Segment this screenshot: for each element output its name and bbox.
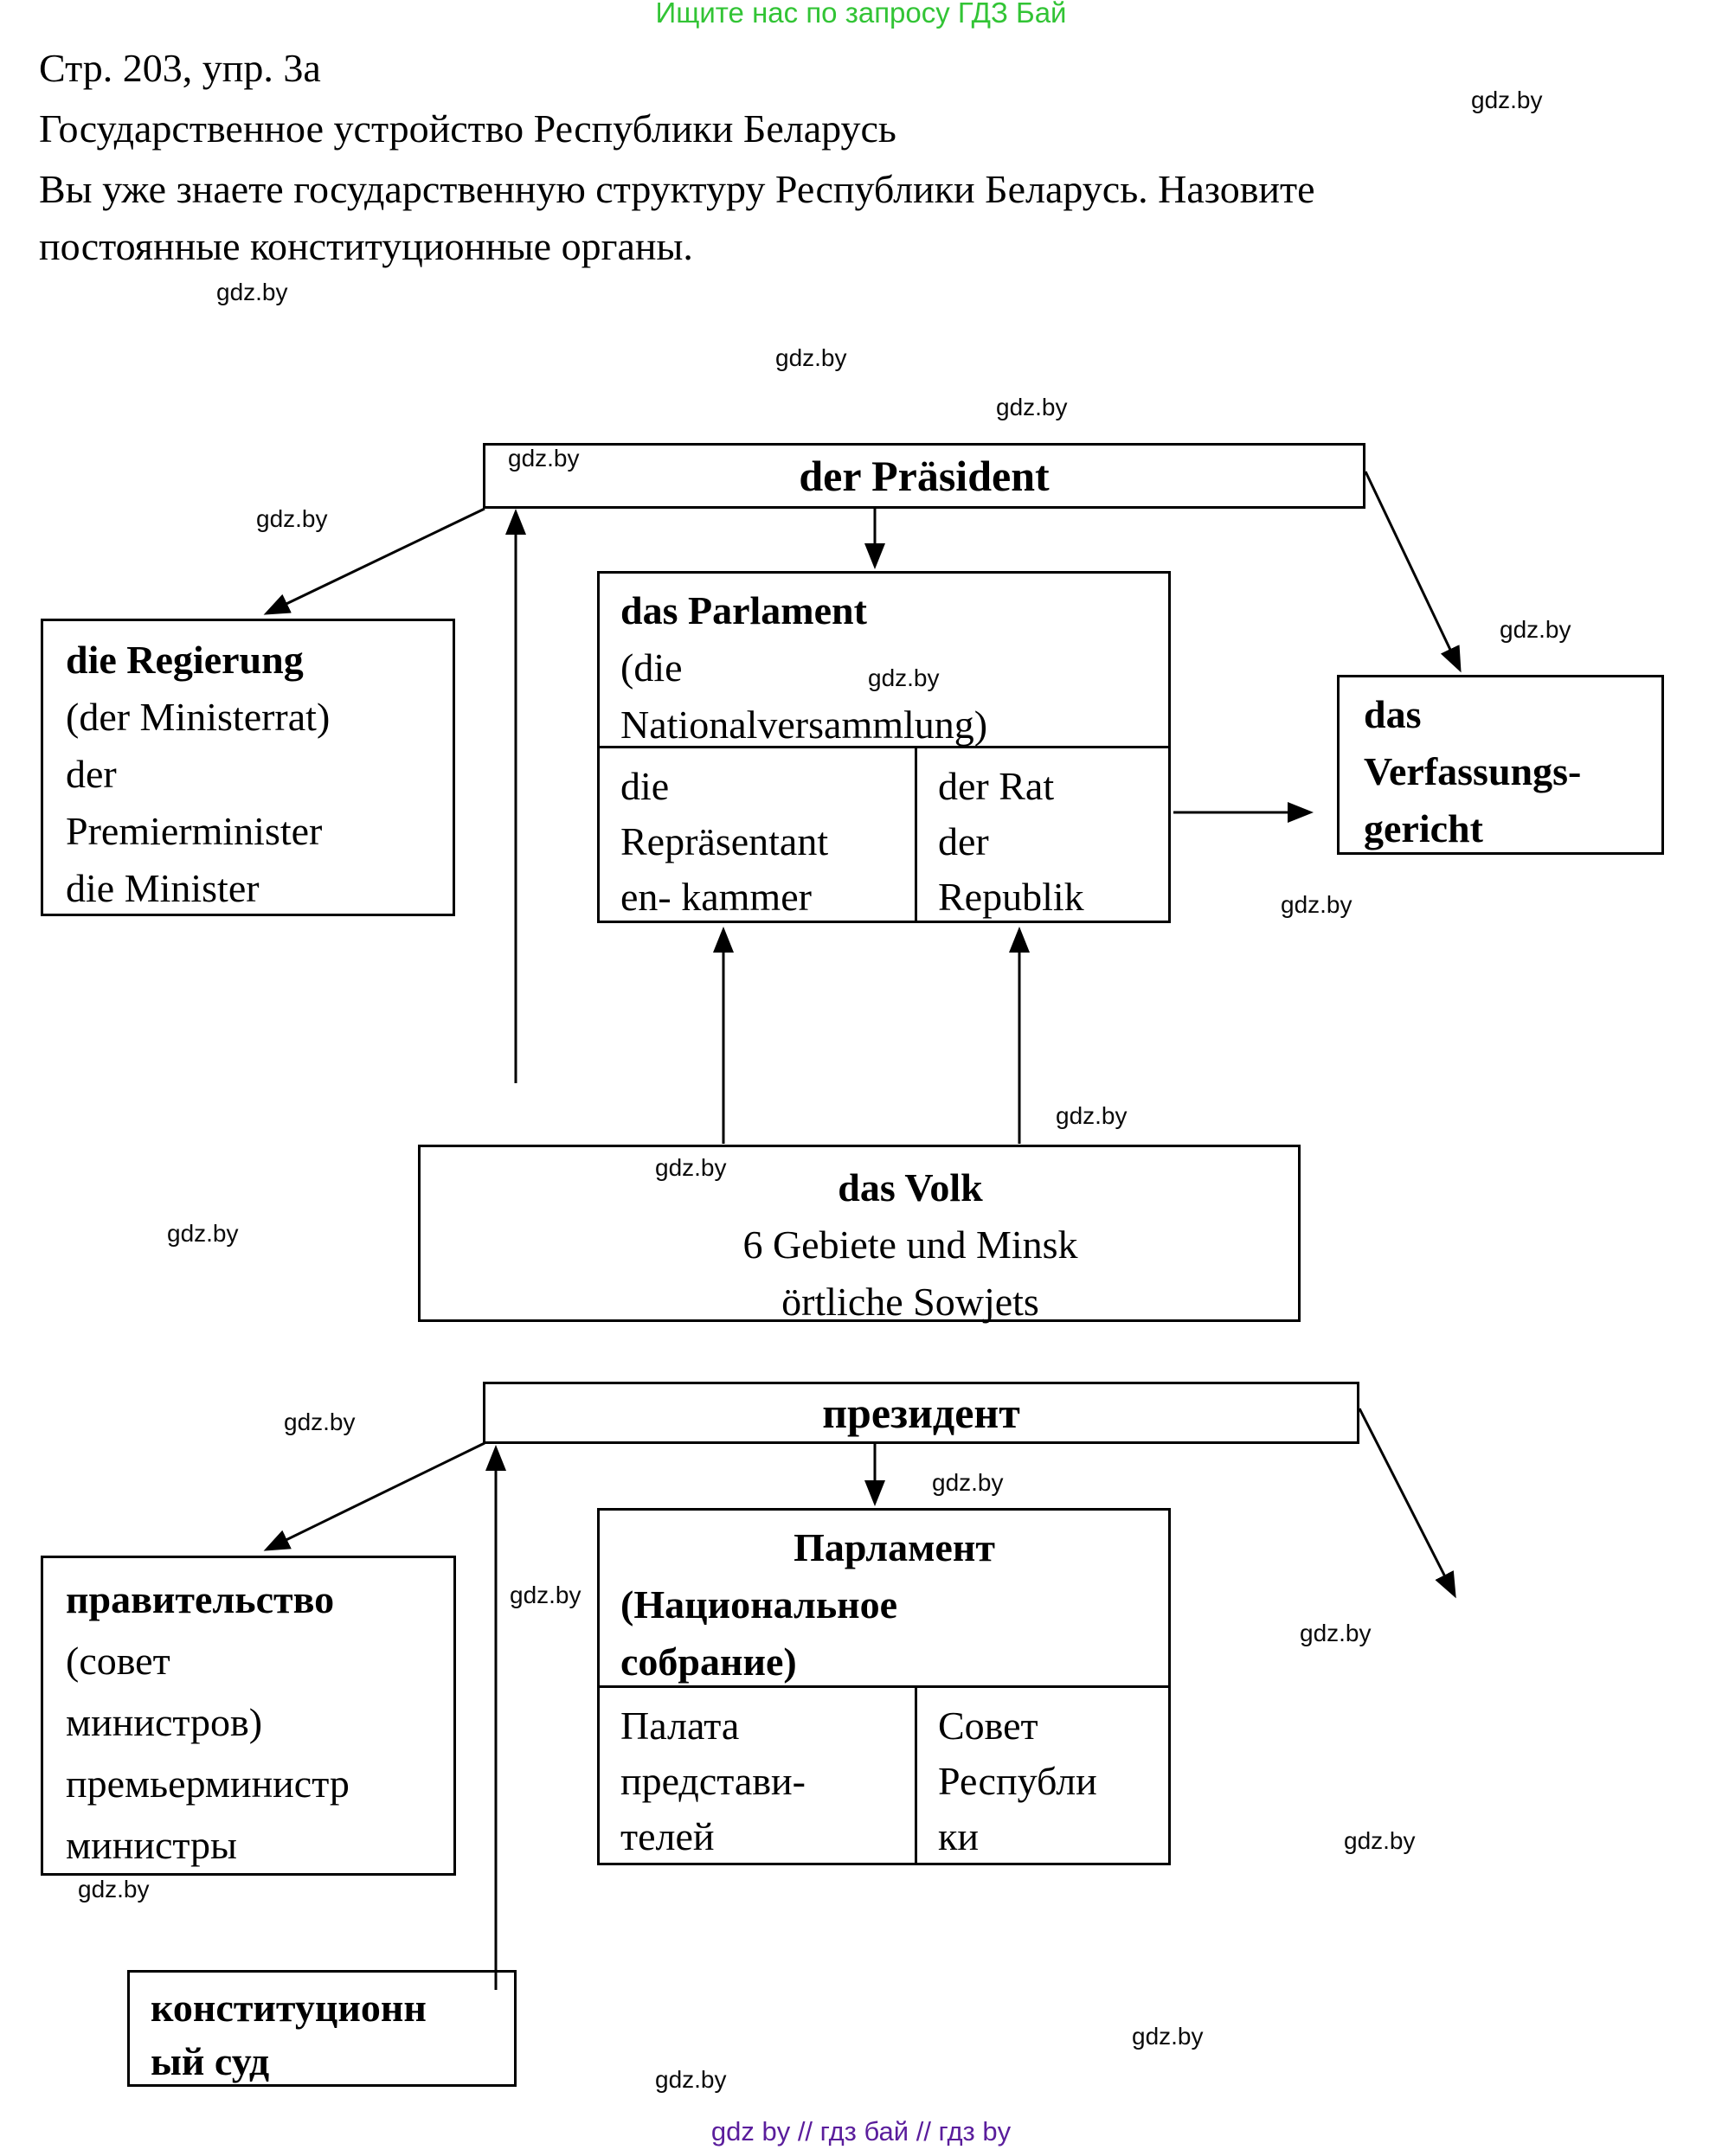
people-title-de: das Volk [838, 1165, 983, 1210]
parliament-header-de: das Parlament (die Nationalversammlung) [600, 574, 1168, 747]
gdz-watermark: gdz.by [284, 1408, 356, 1435]
gdz-watermark: gdz.by [1344, 1827, 1416, 1854]
government-title-ru: правительство [66, 1577, 335, 1621]
gdz-watermark: gdz.by [655, 1154, 727, 1181]
chamber-line: der Rat [938, 764, 1055, 808]
gdz-watermark: gdz.by [508, 445, 580, 472]
president-label-de: der Präsident [799, 452, 1050, 500]
chamber-line: Совет [938, 1704, 1038, 1748]
chamber-representatives-ru: Палата представи- телей [600, 1688, 915, 1865]
government-line: (совет [66, 1639, 170, 1683]
parliament-subtitle: собрание) [620, 1639, 797, 1684]
chamber-line: представи- [620, 1759, 806, 1803]
government-line: der [66, 752, 117, 796]
arrow-president-to-court-ru [1358, 1408, 1456, 1599]
chamber-line: Республи [938, 1759, 1097, 1803]
chamber-line: Палата [620, 1704, 740, 1748]
chamber-line: die [620, 764, 670, 808]
gdz-watermark: gdz.by [996, 394, 1068, 420]
gdz-watermark: gdz.by [932, 1469, 1004, 1496]
chamber-line: Repräsentant [620, 819, 829, 863]
parliament-chambers-de: die Repräsentant en- kammer der Rat der … [600, 746, 1168, 923]
arrow-president-to-government-ru [263, 1441, 485, 1551]
box-people-de: das Volk 6 Gebiete und Minsk örtliche So… [418, 1145, 1301, 1324]
people-line: örtliche Sowjets [781, 1280, 1039, 1324]
gdz-watermark: gdz.by [510, 1582, 581, 1608]
box-president-de: der Präsident [483, 443, 1365, 509]
government-line: (der Ministerrat) [66, 695, 331, 739]
gdz-watermark: gdz.by [868, 664, 940, 691]
box-parliament-de: das Parlament (die Nationalversammlung) … [597, 571, 1171, 923]
chamber-line: телей [620, 1814, 715, 1858]
court-line: ый суд [151, 2039, 270, 2083]
gdz-watermark: gdz.by [1500, 616, 1571, 643]
task-text-line2: постоянные конституционные органы. [39, 224, 693, 268]
promo-banner: Ищите нас по запросу ГДЗ Бай [655, 0, 1067, 29]
gdz-watermark: gdz.by [1056, 1102, 1128, 1129]
gdz-watermark: gdz.by [1132, 2023, 1204, 2050]
government-line: министров) [66, 1700, 263, 1744]
parliament-title-de: das Parlament [620, 588, 867, 632]
box-constitutional-court-ru: конституционн ый суд [127, 1970, 517, 2087]
court-line: gericht [1364, 806, 1483, 850]
parliament-title-ru: Парламент [794, 1525, 995, 1569]
people-line: 6 Gebiete und Minsk [742, 1222, 1078, 1267]
chamber-council-ru: Совет Республи ки [915, 1688, 1168, 1865]
government-title-de: die Regierung [66, 638, 304, 682]
court-line: das [1364, 692, 1422, 736]
government-line: премьерминистр [66, 1761, 350, 1806]
box-parliament-ru: Парламент (Национальное собрание) Палата… [597, 1508, 1171, 1865]
government-line: Premierminister [66, 809, 323, 853]
chamber-line: Republik [938, 875, 1084, 919]
box-government-de: die Regierung (der Ministerrat) der Prem… [41, 619, 455, 916]
box-government-ru: правительство (совет министров) премьерм… [41, 1556, 456, 1876]
chamber-representatives-de: die Repräsentant en- kammer [600, 748, 915, 923]
gdz-watermark: gdz.by [1300, 1620, 1372, 1646]
government-line: министры [66, 1823, 237, 1867]
page-title: Государственное устройство Республики Бе… [39, 106, 896, 151]
gdz-watermark: gdz.by [655, 2066, 727, 2093]
gdz-watermark: gdz.by [775, 344, 847, 371]
footer-links: gdz by // гдз бай // гдз by [710, 2116, 1012, 2146]
chamber-line: der [938, 819, 989, 863]
chamber-line: ки [938, 1814, 979, 1858]
gdz-watermark: gdz.by [1281, 891, 1353, 918]
court-line: Verfassungs- [1364, 749, 1582, 793]
arrow-president-to-government-de [263, 507, 485, 615]
gdz-watermark: gdz.by [167, 1220, 239, 1247]
parliament-chambers-ru: Палата представи- телей Совет Республи к… [600, 1685, 1168, 1865]
gdz-watermark: gdz.by [256, 505, 328, 532]
president-label-ru: президент [822, 1389, 1020, 1437]
parliament-header-ru: Парламент (Национальное собрание) [600, 1511, 1168, 1685]
box-constitutional-court-de: das Verfassungs- gericht [1337, 675, 1664, 855]
chamber-line: en- kammer [620, 875, 812, 919]
gdz-watermark: gdz.by [78, 1876, 150, 1903]
parliament-subtitle: (Национальное [620, 1582, 898, 1627]
gdz-watermark: gdz.by [1471, 87, 1543, 113]
parliament-subtitle: (die [620, 645, 683, 690]
government-line: die Minister [66, 866, 260, 910]
exercise-reference: Стр. 203, упр. 3а [39, 46, 321, 90]
parliament-subtitle: Nationalversammlung) [620, 703, 988, 747]
chamber-council-de: der Rat der Republik [915, 748, 1168, 923]
task-text-line1: Вы уже знаете государственную структуру … [39, 167, 1315, 211]
gdz-watermark: gdz.by [216, 279, 288, 305]
box-president-ru: президент [483, 1382, 1359, 1444]
court-line: конституционн [151, 1986, 427, 2030]
arrow-president-to-court-de [1364, 471, 1462, 673]
